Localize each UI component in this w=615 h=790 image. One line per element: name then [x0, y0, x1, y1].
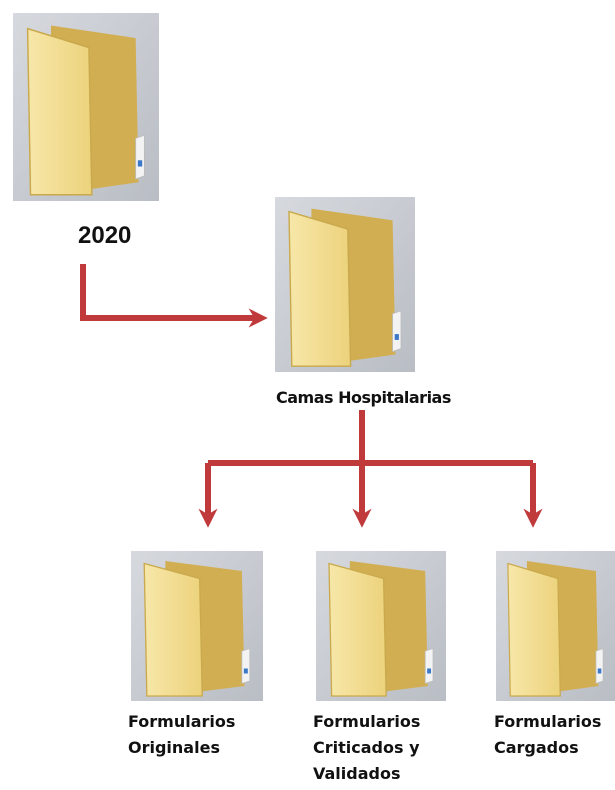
folder-icon-camas-hospitalarias [275, 197, 415, 372]
folder-label-formularios-criticados-validados: Formularios Criticados y Validados [313, 712, 421, 783]
folder-icon-formularios-originales [131, 551, 263, 701]
folder-label-formularios-cargados: Formularios Cargados [494, 712, 602, 757]
folder-icon-formularios-cargados [496, 551, 615, 701]
folder-icon-2020 [13, 13, 159, 201]
arrow-2020-to-camas [80, 264, 268, 328]
folder-icon-formularios-criticados-validados [316, 551, 446, 701]
folder-label-2020: 2020 [78, 222, 132, 249]
folder-label-formularios-originales: Formularios Originales [128, 712, 236, 757]
folder-label-camas-hospitalarias: Camas Hospitalarias [276, 388, 451, 407]
